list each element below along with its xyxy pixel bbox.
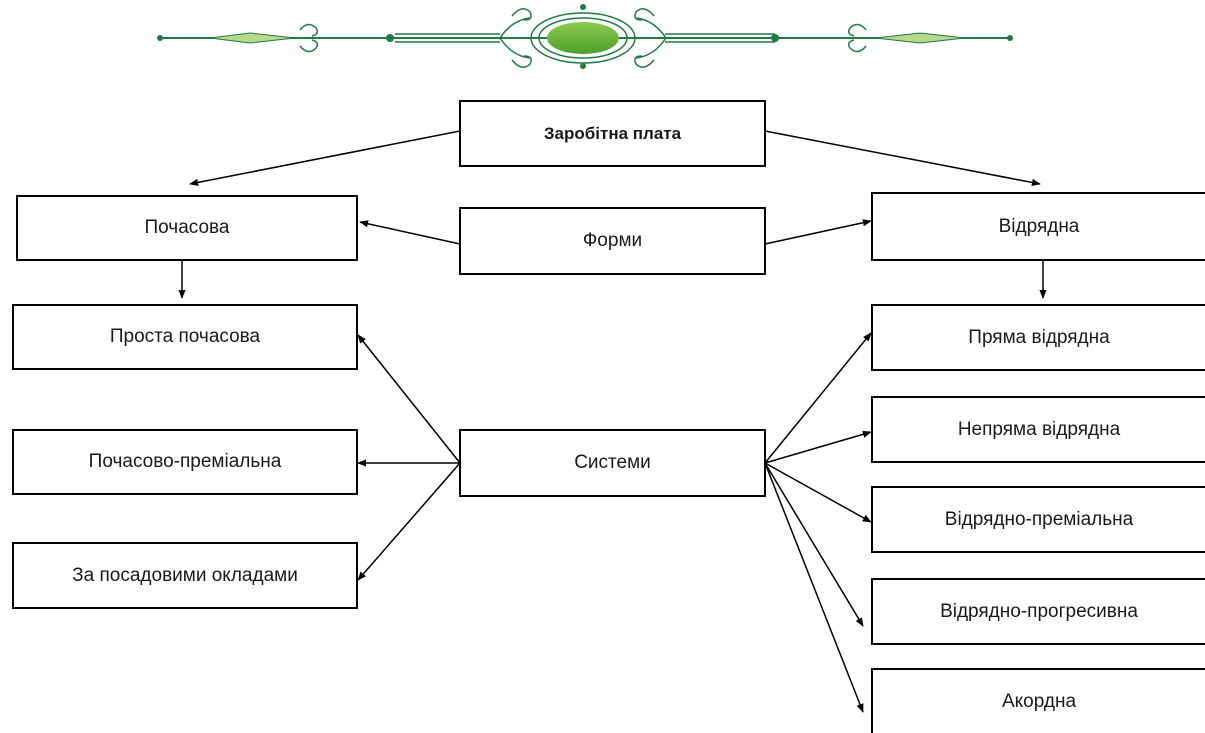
node-root: Заробітна плата [459, 100, 766, 167]
arrow-forms-to-hourly [359, 220, 461, 245]
ornament-divider [157, 4, 1013, 69]
node-piecework-progressive: Відрядно-прогресивна [871, 578, 1205, 645]
arrow-systems-to-progressive [764, 462, 864, 627]
arrow-forms-to-piecework [764, 219, 872, 245]
node-systems: Системи [459, 429, 766, 497]
node-forms: Форми [459, 207, 766, 275]
node-piecework-bonus: Відрядно-преміальна [871, 486, 1205, 553]
node-hourly: Почасова [16, 195, 358, 261]
arrow-root-to-piecework [764, 130, 1041, 187]
node-lump-sum: Акордна [871, 668, 1205, 733]
arrow-root-to-hourly [189, 130, 461, 186]
node-direct-piecework: Пряма відрядна [871, 304, 1205, 371]
node-piecework: Відрядна [871, 192, 1205, 261]
arrow-systems-to-lump-sum [764, 462, 864, 713]
node-hourly-bonus: Почасово-преміальна [12, 429, 358, 495]
arrow-systems-to-indirect-piecework [764, 430, 872, 464]
node-simple-hourly: Проста почасова [12, 304, 358, 370]
arrow-systems-to-piecework-bonus [764, 462, 872, 523]
arrow-systems-to-salary [357, 462, 461, 581]
arrow-systems-to-simple-hourly [357, 334, 461, 464]
node-indirect-piecework: Непряма відрядна [871, 396, 1205, 463]
arrow-systems-to-direct-piecework [764, 332, 872, 464]
node-salary: За посадовими окладами [12, 542, 358, 609]
